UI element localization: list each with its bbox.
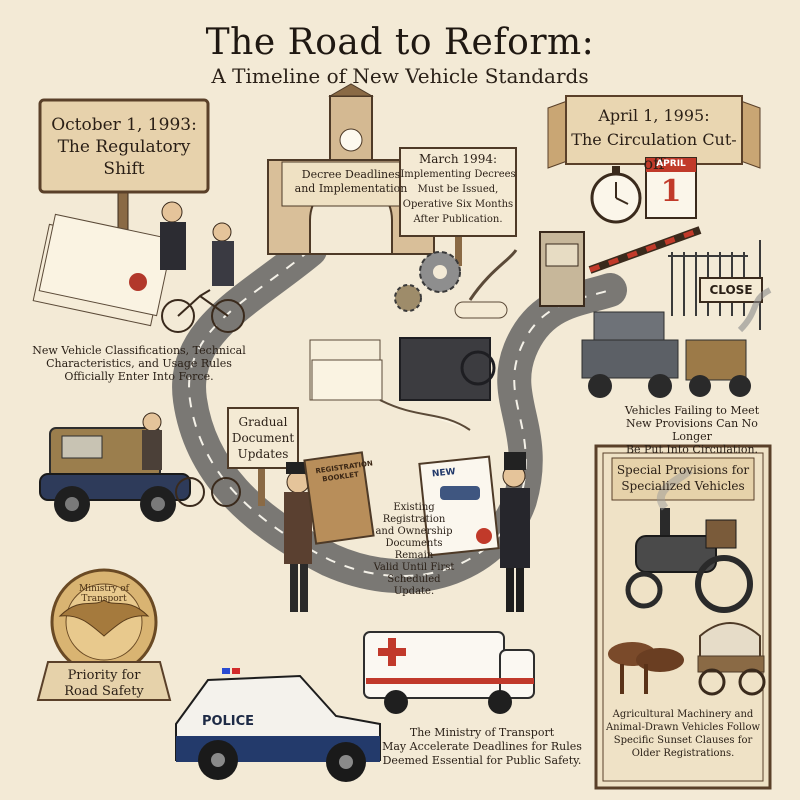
sign-line: Document: [228, 430, 298, 446]
milestone-date: March 1994:: [400, 152, 516, 167]
gears-and-quill: [395, 250, 516, 318]
milestone-title-line: Shift: [40, 158, 208, 180]
milestone-text-line: Operative Six Months: [400, 197, 516, 212]
milestone-date: April 1, 1995:: [566, 104, 742, 128]
emblem-label: Ministry of Transport: [60, 584, 148, 604]
caption-line: Animal-Drawn Vehicles Follow: [604, 721, 762, 734]
banner-line: Priority for: [40, 668, 168, 684]
sign-line: Updates: [228, 446, 298, 462]
milestone-oct-1993: October 1, 1993: The Regulatory Shift: [40, 114, 208, 180]
milestone-text-line: Must be Issued,: [400, 182, 516, 197]
caption-line: Registration: [366, 514, 462, 526]
caption-line: New Vehicle Classifications, Technical: [8, 344, 270, 357]
panel-title-line: Special Provisions for: [612, 462, 754, 478]
calendar-month: APRIL: [646, 159, 696, 169]
caption-classifications: New Vehicle Classifications, Technical C…: [8, 344, 270, 383]
caption-line: Characteristics, and Usage Rules: [8, 357, 270, 370]
panel-title-line: Specialized Vehicles: [612, 478, 754, 494]
page-title: The Road to Reform:: [0, 22, 800, 63]
caption-line: Scheduled Update.: [366, 574, 462, 598]
page-subtitle: A Timeline of New Vehicle Standards: [0, 64, 800, 88]
caption-agricultural: Agricultural Machinery and Animal-Drawn …: [604, 708, 762, 760]
milestone-title-line: The Regulatory: [40, 136, 208, 158]
caption-line: Vehicles Failing to Meet: [606, 404, 778, 417]
banner-line: Road Safety: [40, 684, 168, 700]
sign-line: Gradual: [228, 414, 298, 430]
printing-press: [310, 338, 494, 430]
documents-stack: [33, 214, 173, 325]
caption-line: and Ownership: [366, 526, 462, 538]
close-sign: CLOSE: [700, 283, 762, 297]
caption-line: Specific Sunset Clauses for: [604, 734, 762, 747]
caption-line: New Provisions Can No Longer: [606, 417, 778, 443]
police-label: POLICE: [198, 714, 258, 729]
milestone-date: October 1, 1993:: [40, 114, 208, 136]
milestone-mar-1994: March 1994: Implementing Decrees Must be…: [400, 152, 516, 227]
caption-line: May Accelerate Deadlines for Rules: [382, 740, 582, 754]
ambulance: [364, 632, 534, 714]
caption-line: Be Put Into Circulation.: [606, 443, 778, 456]
caption-line: Existing: [366, 502, 462, 514]
milestone-text-line: After Publication.: [400, 212, 516, 227]
caption-ministry: The Ministry of Transport May Accelerate…: [382, 726, 582, 768]
milestone-gradual: Gradual Document Updates: [228, 414, 298, 462]
calendar-day: 1: [646, 174, 696, 209]
caption-existing-documents: Existing Registration and Ownership Docu…: [366, 502, 462, 598]
caption-line: Valid Until First: [366, 562, 462, 574]
caption-line: Older Registrations.: [604, 747, 762, 760]
caption-line: Agricultural Machinery and: [604, 708, 762, 721]
caption-line: Deemed Essential for Public Safety.: [382, 754, 582, 768]
caption-line: Documents Remain: [366, 538, 462, 562]
priority-road-safety: Priority for Road Safety: [40, 668, 168, 700]
caption-line: Officially Enter Into Force.: [8, 370, 270, 383]
caption-failing-vehicles: Vehicles Failing to Meet New Provisions …: [606, 404, 778, 456]
caption-line: The Ministry of Transport: [382, 726, 582, 740]
milestone-text-line: Implementing Decrees: [400, 167, 516, 182]
special-provisions-title: Special Provisions for Specialized Vehic…: [612, 462, 754, 494]
